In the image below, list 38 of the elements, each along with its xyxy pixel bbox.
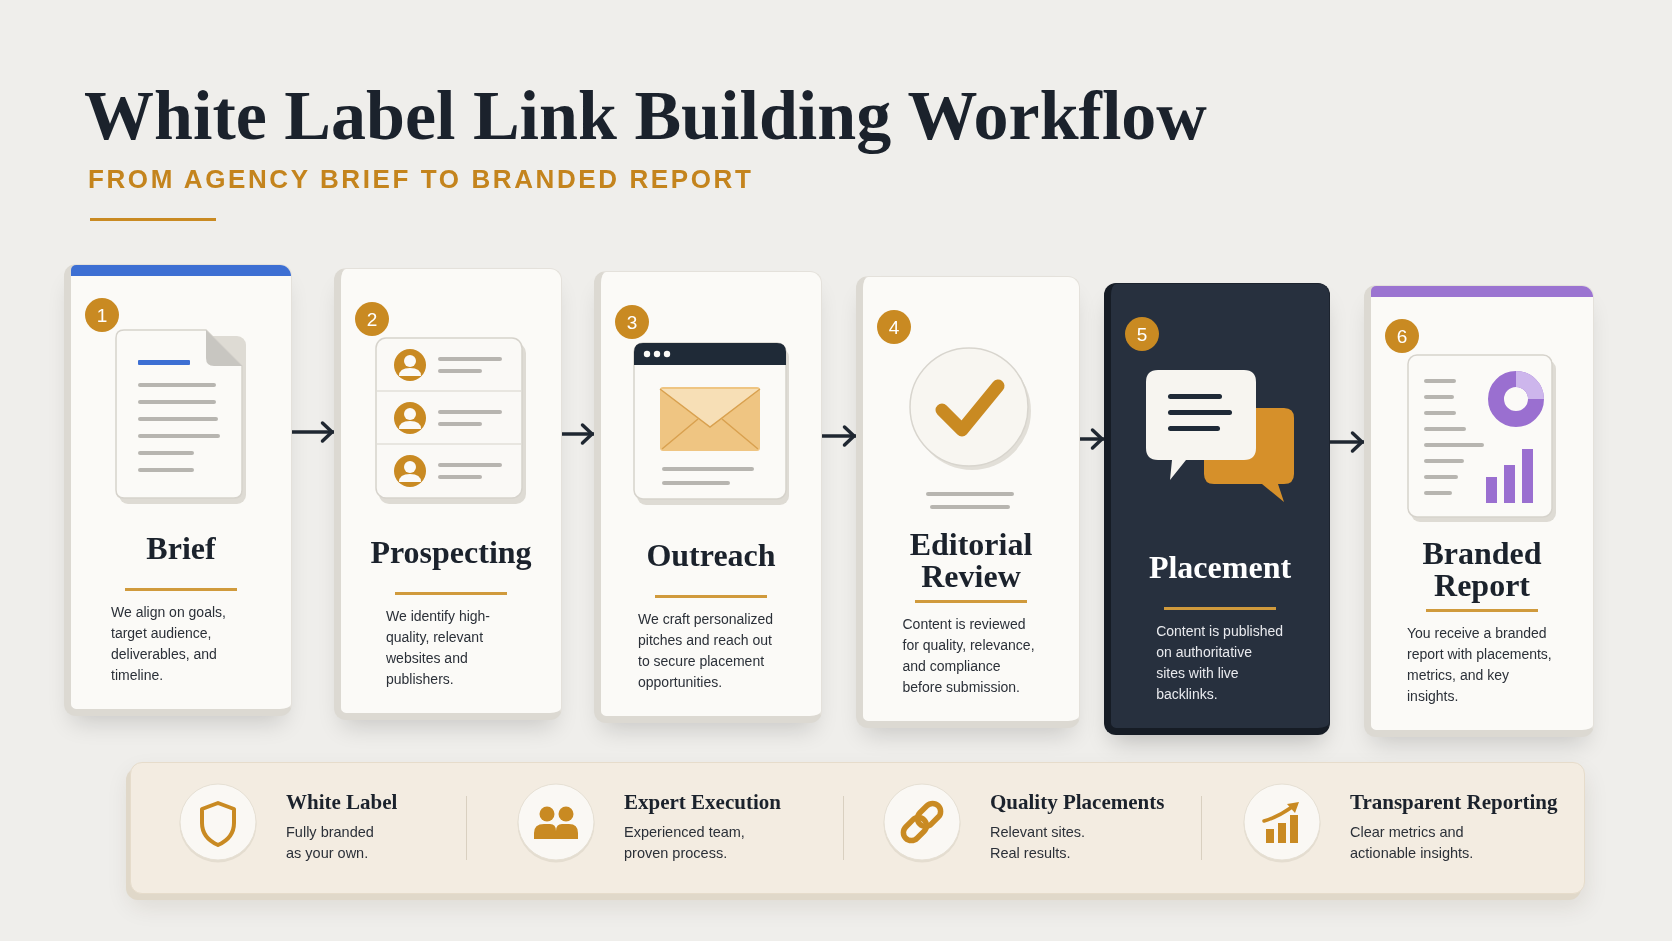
step-title: Editorial Review [908,528,1034,592]
feature-title: White Label [286,790,398,815]
step-card [64,264,292,716]
step-description: We identify high-quality, relevant websites and publishers. [386,607,491,689]
step-card [856,276,1080,728]
feature-title: Transparent Reporting [1350,790,1558,815]
feature-description: Fully branded as your own. [286,823,375,864]
arrow [1330,431,1364,453]
step-description: We align on goals, target audience, deliverables, and timeline. [111,603,227,685]
feature-description: Relevant sites. Real results. [990,823,1087,864]
step-description: Content is reviewed for quality, relevance, and compliance before submission. [902,615,1036,697]
step-card [594,271,822,723]
step-number: 6 [1385,319,1419,353]
step-title: Prospecting [370,536,532,568]
step-number: 5 [1125,317,1159,351]
feature-title: Quality Placements [990,790,1165,815]
step-number: 4 [877,310,911,344]
step-description: You receive a branded report with placements, metrics, and key insights. [1407,624,1553,706]
subtitle: FROM AGENCY BRIEF TO BRANDED REPORT [88,166,754,192]
feature-description: Clear metrics and actionable insights. [1350,823,1475,864]
step-title: Branded Report [1421,537,1543,601]
step-title: Brief [146,532,216,564]
step-title: Outreach [646,539,776,571]
step-card [334,268,562,720]
step-card [1104,283,1330,735]
step-description: Content is published on authoritative sites with live backlinks. [1156,622,1284,704]
step-number: 2 [355,302,389,336]
arrow [562,423,594,445]
step-title: Placement [1148,551,1292,583]
feature-title: Expert Execution [624,790,781,815]
feature-description: Experienced team, proven process. [624,823,746,864]
step-number: 1 [85,298,119,332]
arrow [1080,428,1104,450]
step-card [1364,285,1594,737]
arrow [292,421,334,443]
step-number: 3 [615,305,649,339]
step-description: We craft personalized pitches and reach out to secure placement opportunities. [638,610,775,692]
arrow [822,425,856,447]
